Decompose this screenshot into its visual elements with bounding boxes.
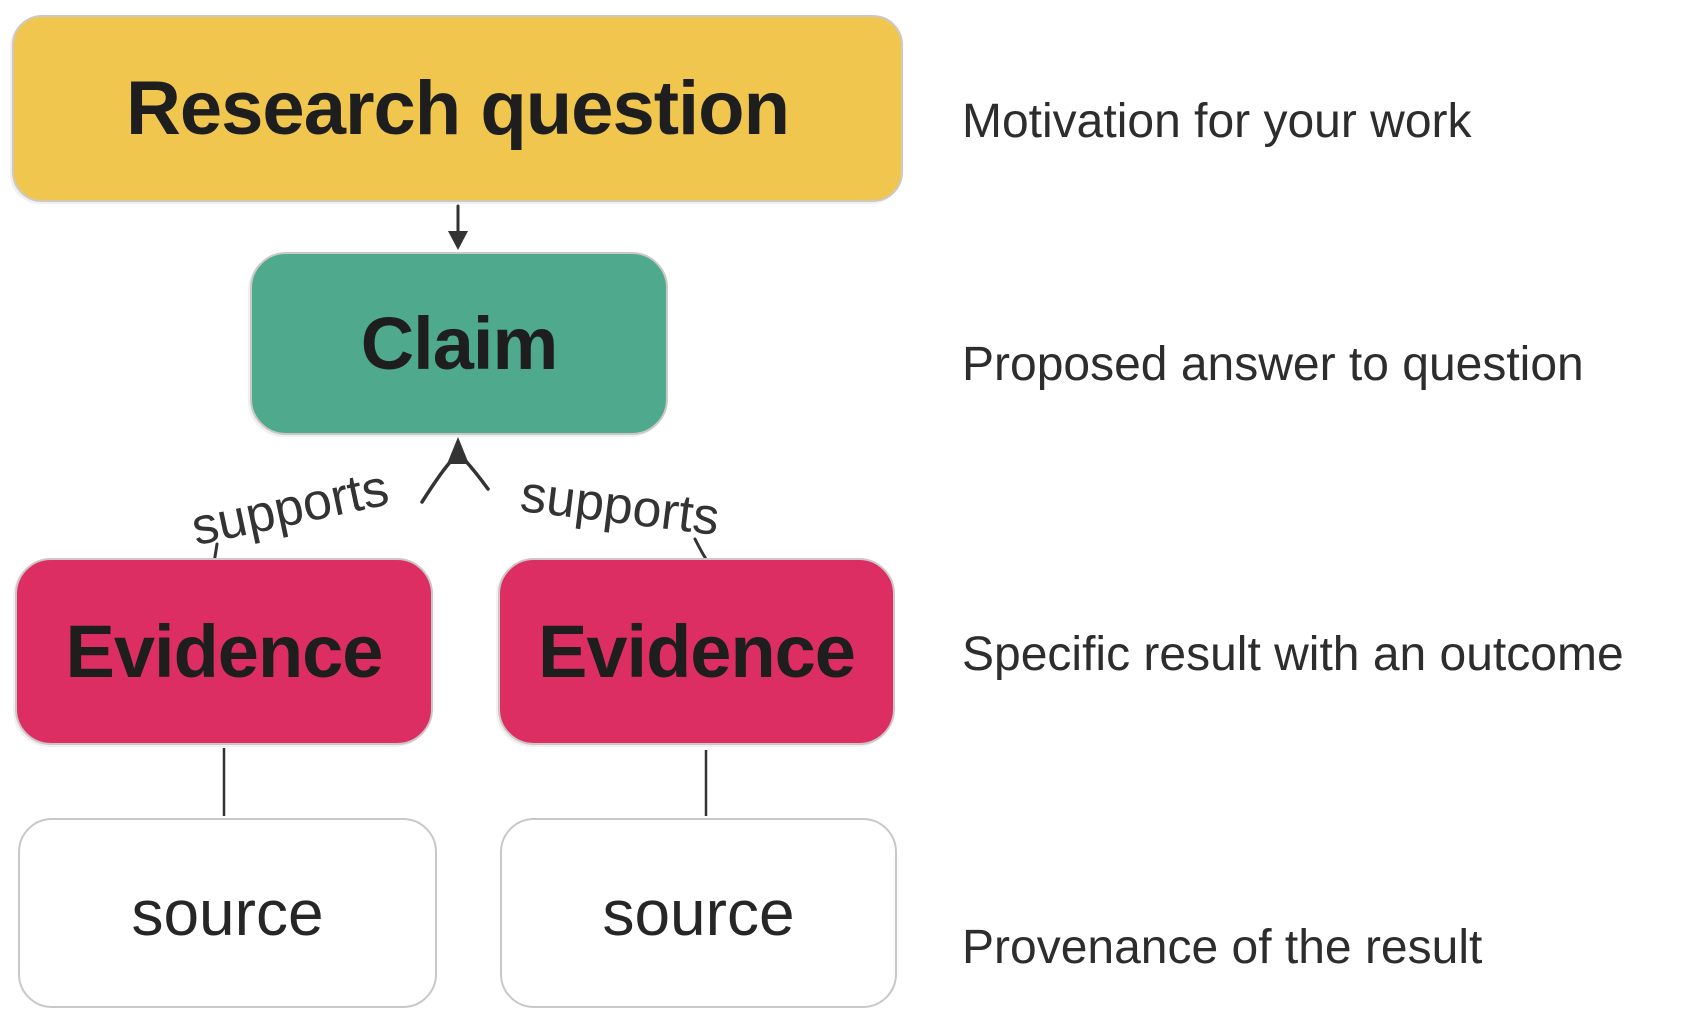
arrow-evidence-to-claim-head: [447, 437, 469, 464]
annotation-claim: Proposed answer to question: [962, 338, 1584, 392]
arrow-evidence-right-branch: [462, 457, 490, 491]
node-source-left: source: [18, 818, 437, 1008]
edge-label-supports-right: supports: [517, 465, 723, 547]
source-right-label: source: [602, 877, 795, 949]
arrow-evidence-left-branch: [420, 457, 455, 504]
annotation-evidence: Specific result with an outcome: [962, 628, 1624, 682]
claim-label: Claim: [360, 301, 559, 385]
evidence-right-label: Evidence: [538, 609, 856, 693]
node-claim: Claim: [250, 252, 668, 435]
edge-label-supports-left: supports: [186, 458, 394, 558]
node-evidence-left: Evidence: [15, 558, 433, 745]
node-research-question: Research question: [12, 15, 903, 202]
research-question-label: Research question: [126, 65, 790, 151]
annotation-source: Provenance of the result: [962, 921, 1483, 975]
annotation-research-question: Motivation for your work: [962, 95, 1472, 149]
arrow-rq-to-claim-head: [448, 231, 468, 250]
source-left-label: source: [131, 877, 324, 949]
node-source-right: source: [500, 818, 897, 1008]
node-evidence-right: Evidence: [498, 558, 895, 745]
evidence-left-label: Evidence: [65, 609, 384, 693]
